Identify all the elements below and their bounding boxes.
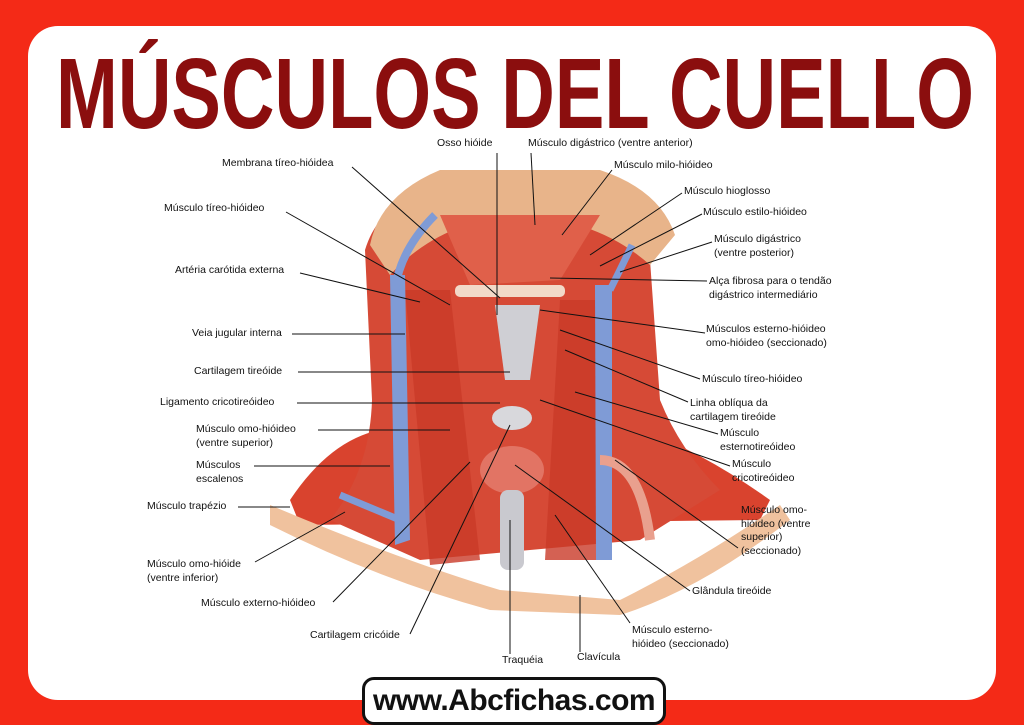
label-estilo-hioideo: Músculo estilo-hióideo <box>703 206 807 218</box>
label-jugular-interna: Veia jugular interna <box>192 327 282 339</box>
label-membrana-tireo-hioidea: Membrana tíreo-hióidea <box>222 157 334 169</box>
subclavian-branch <box>338 491 402 524</box>
label-tireo-hioideo-left: Músculo tíreo-hióideo <box>164 202 265 214</box>
label-esterno-hioideo-seccionado: Músculo esterno-hióideo (seccionado) <box>632 624 729 650</box>
label-trapezio: Músculo trapézio <box>147 500 227 512</box>
website-link[interactable]: www.Abcfichas.com <box>362 677 666 725</box>
label-traqueia: Traquéia <box>502 654 544 666</box>
leader-lines <box>238 152 739 654</box>
left-carotid-branch <box>391 212 438 291</box>
label-milo-hioideo: Músculo milo-hióideo <box>614 159 713 171</box>
label-cartilagem-tireoide: Cartilagem tireóide <box>194 365 283 377</box>
label-digastrico-posterior: Músculo digástrico(ventre posterior) <box>714 233 801 259</box>
title-svg: MÚSCULOS DEL CUELLO <box>56 38 974 140</box>
label-glandula-tireoide: Glândula tireóide <box>692 585 772 597</box>
label-omo-superior: Músculo omo-hióideo(ventre superior) <box>196 423 296 449</box>
label-externo-hioideo: Músculo externo-hióideo <box>201 597 316 609</box>
label-hioglosso: Músculo hioglosso <box>684 185 771 197</box>
label-clavicula: Clavícula <box>577 651 621 663</box>
label-carotida-externa: Artéria carótida externa <box>175 264 285 276</box>
page-title: MÚSCULOS DEL CUELLO <box>56 38 974 140</box>
omohyoid-right <box>599 455 655 541</box>
clavicle <box>270 505 790 615</box>
mylohyoid-muscle <box>440 215 600 285</box>
cricoid-cartilage <box>492 406 532 430</box>
hyoid-bone <box>455 285 565 297</box>
label-osso-hioide: Osso hióide <box>437 137 493 149</box>
sternocleidomastoid <box>405 290 480 565</box>
left-jugular-vein <box>390 275 410 545</box>
label-ligamento-cricotireoideo: Ligamento cricotireóideo <box>160 396 275 408</box>
thyroid-cartilage <box>495 305 540 380</box>
sternocleidomastoid-right <box>545 300 610 560</box>
label-digastrico-anterior: Músculo digástrico (ventre anterior) <box>528 137 693 149</box>
trachea <box>500 490 524 570</box>
mandible <box>370 170 675 275</box>
label-tireo-hioideo-right: Músculo tíreo-hióideo <box>702 373 803 385</box>
right-vein-branch <box>606 243 636 292</box>
label-omo-inferior: Músculo omo-hióide(ventre inferior) <box>147 558 241 584</box>
label-cartilagem-cricoide: Cartilagem cricóide <box>310 629 400 641</box>
thyroid-gland <box>480 446 544 494</box>
